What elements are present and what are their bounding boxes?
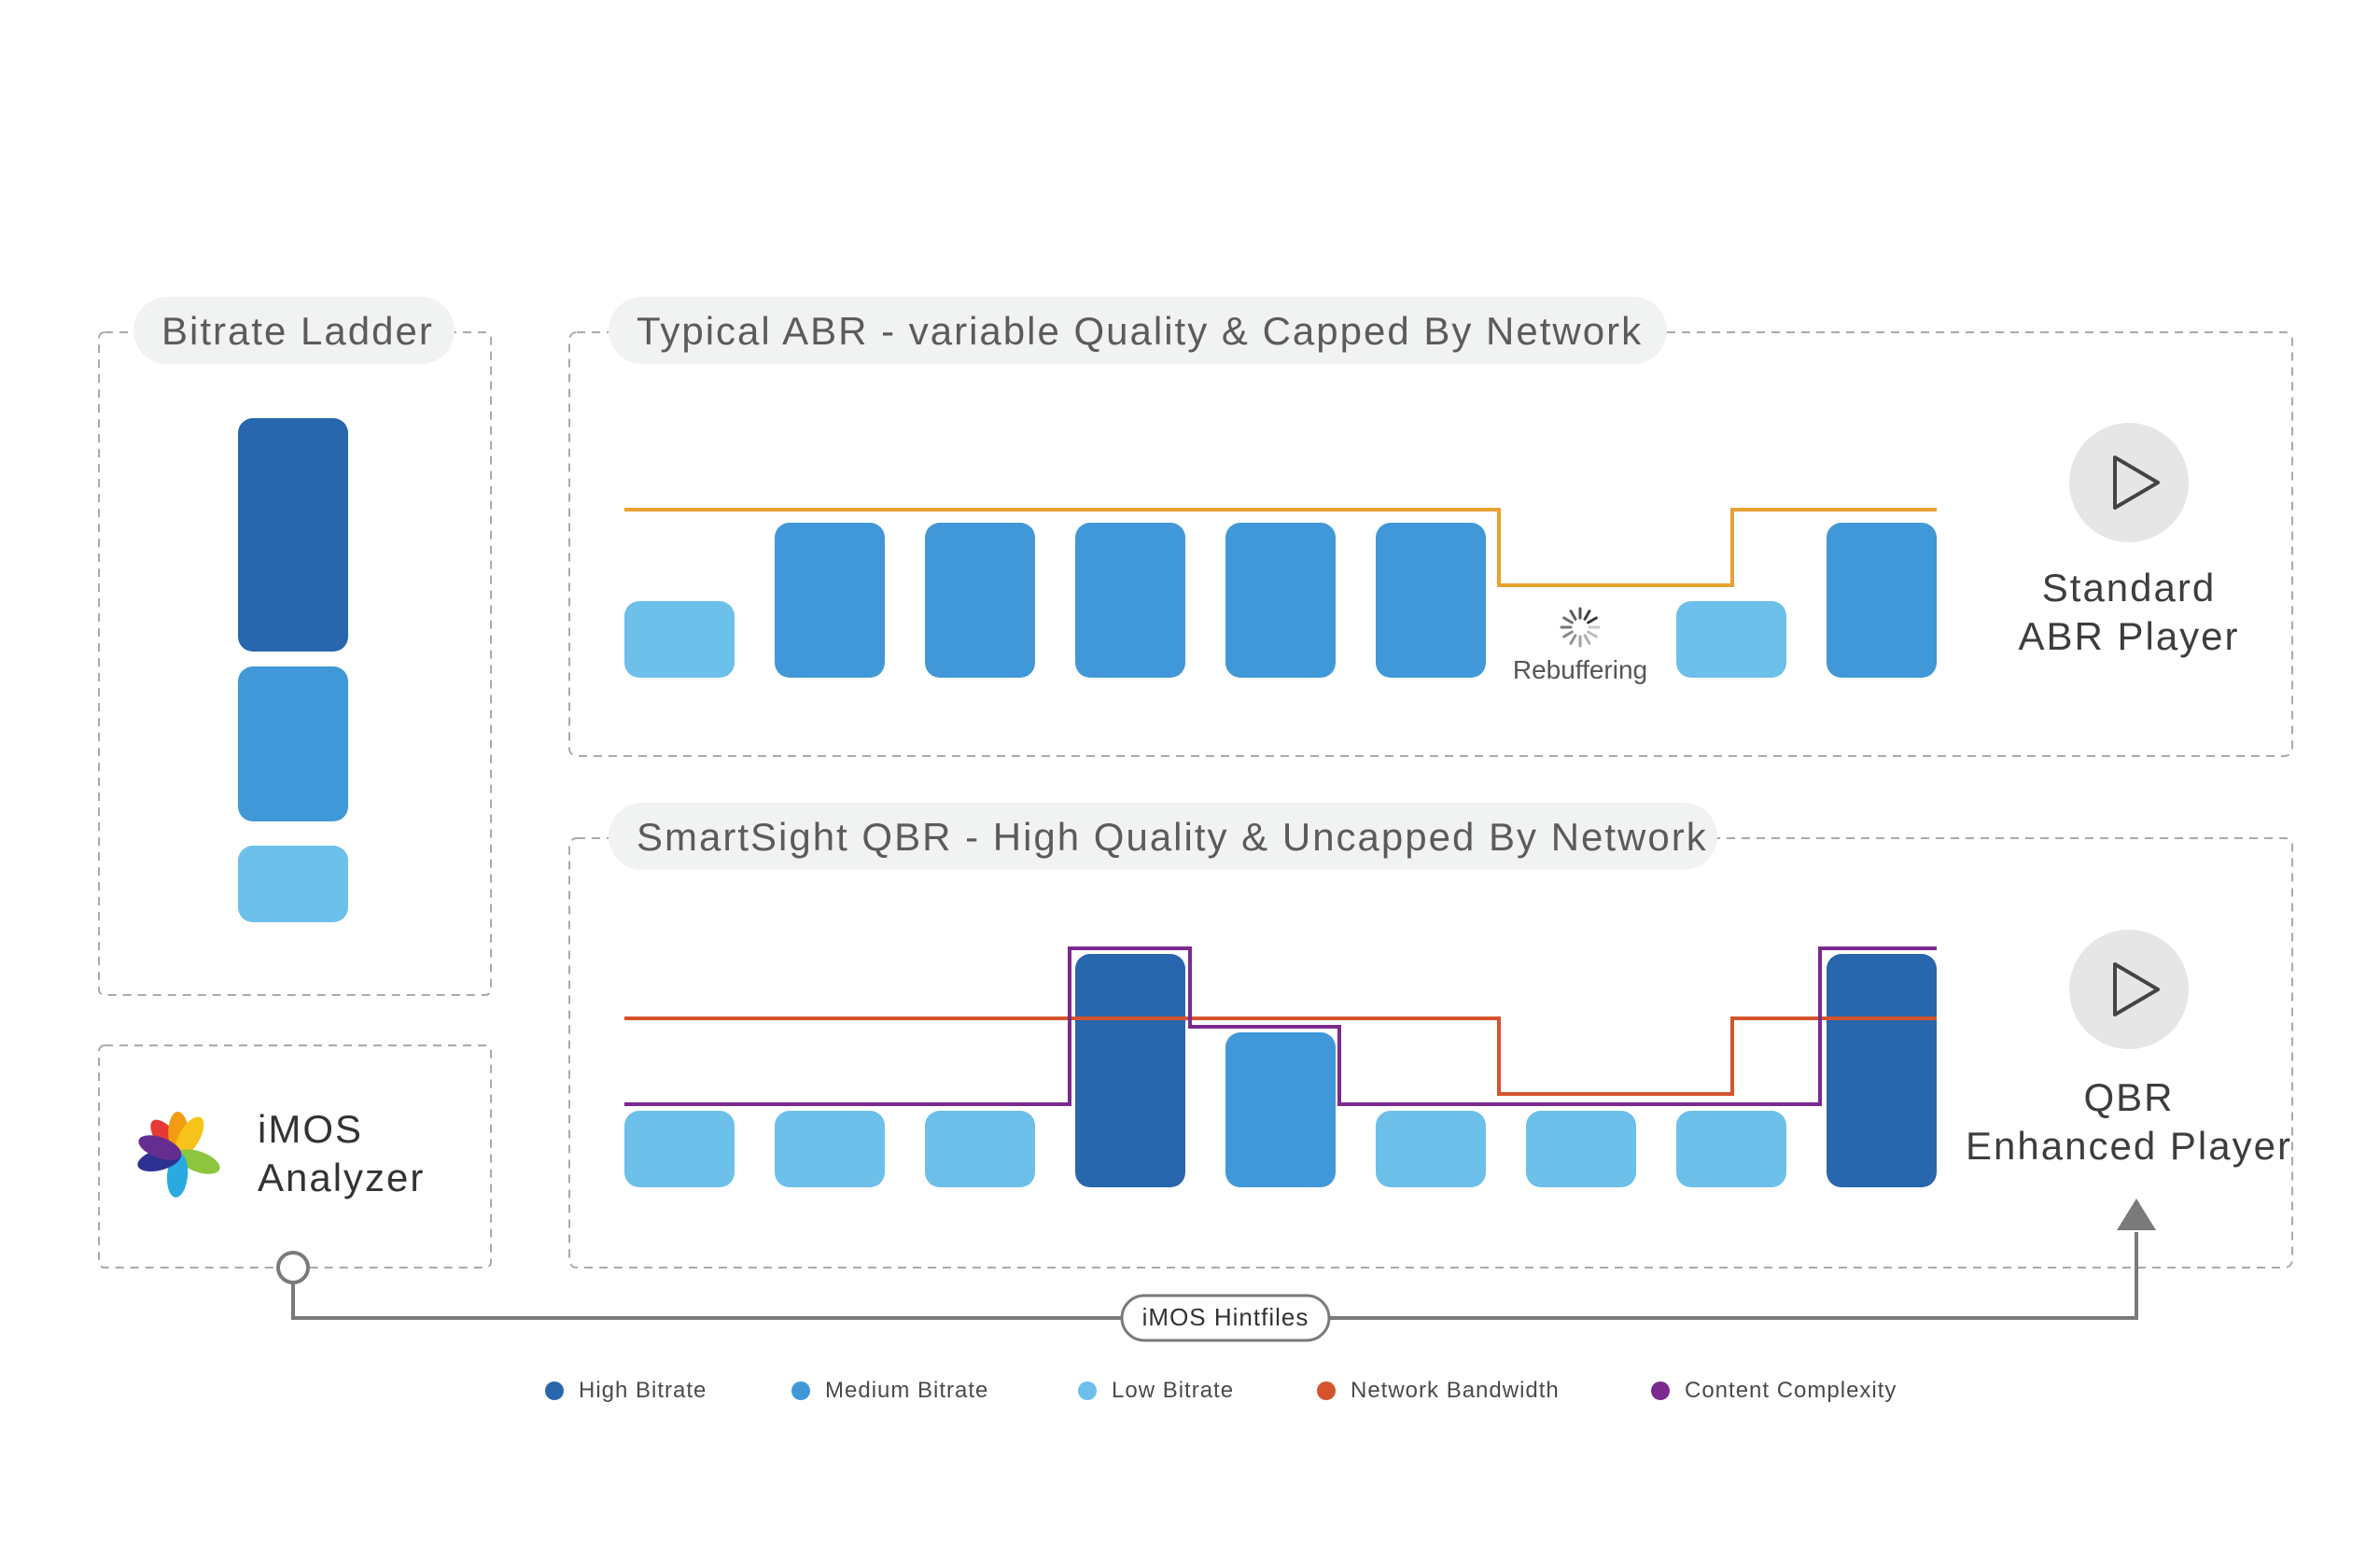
spinner-tick <box>1587 616 1598 624</box>
loading-spinner-icon <box>1560 607 1601 648</box>
ladder-bar-low <box>238 846 348 922</box>
hintfiles-label: iMOS Hintfiles <box>1142 1303 1309 1331</box>
standard-player-label-line-2: ABR Player <box>2018 614 2239 658</box>
abr-title: Typical ABR - variable Quality & Capped … <box>637 309 1643 353</box>
abr-segment-medium <box>1376 523 1486 678</box>
qbr-player-label-line-2: Enhanced Player <box>1966 1124 2292 1168</box>
arrow-up-icon <box>2117 1199 2156 1230</box>
legend-item-medium: Medium Bitrate <box>791 1372 988 1409</box>
legend-label-high: High Bitrate <box>579 1378 707 1403</box>
abr-title-pill <box>609 297 1667 364</box>
imos-flower-logo <box>137 1112 220 1198</box>
legend-item-high: High Bitrate <box>545 1372 707 1409</box>
qbr-segment-high <box>1075 954 1185 1187</box>
spinner-tick <box>1569 634 1577 645</box>
spinner-tick <box>1562 630 1574 638</box>
ladder-bar-medium <box>238 666 348 821</box>
qbr-title-pill <box>609 803 1717 870</box>
abr-segment-medium <box>1827 523 1937 678</box>
legend-label-network: Network Bandwidth <box>1351 1378 1560 1403</box>
legend: High Bitrate Medium Bitrate Low Bitrate … <box>0 1372 2380 1409</box>
legend-label-complexity: Content Complexity <box>1685 1378 1897 1403</box>
qbr-segment-low <box>925 1111 1035 1187</box>
hintfiles-label-pill <box>1120 1294 1331 1342</box>
rebuffering-label: Rebuffering <box>1513 655 1647 684</box>
connector-start-node <box>276 1251 310 1284</box>
logo-petal <box>175 1116 204 1157</box>
qbr-network-bandwidth-line <box>624 1016 1937 1096</box>
legend-item-network: Network Bandwidth <box>1317 1372 1560 1409</box>
qbr-segment-high <box>1827 954 1937 1187</box>
qbr-title: SmartSight QBR - High Quality & Uncapped… <box>637 815 1708 859</box>
qbr-content-complexity-line <box>624 946 1937 1106</box>
play-icon <box>2113 456 2160 510</box>
spinner-tick <box>1562 616 1574 624</box>
spinner-tick <box>1583 634 1591 645</box>
qbr-segment-low <box>1376 1111 1486 1187</box>
qbr-segment-low <box>624 1111 735 1187</box>
legend-dot-complexity <box>1651 1381 1670 1400</box>
analyzer-label-line-2: Analyzer <box>258 1156 425 1199</box>
abr-segment-medium <box>925 523 1035 678</box>
abr-segment-low <box>1676 601 1786 678</box>
abr-segment-medium <box>1075 523 1185 678</box>
qbr-panel-border <box>568 837 2293 1269</box>
legend-item-low: Low Bitrate <box>1078 1372 1234 1409</box>
qbr-segment-low <box>1676 1111 1786 1187</box>
qbr-segment-medium <box>1225 1032 1336 1187</box>
ladder-bar-high <box>238 418 348 652</box>
play-icon <box>2113 962 2160 1016</box>
legend-item-complexity: Content Complexity <box>1651 1372 1897 1409</box>
qbr-player-play-circle <box>2069 930 2189 1049</box>
legend-dot-network <box>1317 1381 1336 1400</box>
legend-dot-high <box>545 1381 564 1400</box>
abr-segment-medium <box>775 523 885 678</box>
qbr-segment-low <box>775 1111 885 1187</box>
abr-segment-low <box>624 601 735 678</box>
ladder-title-pill <box>133 297 455 364</box>
standard-player-label-line-1: Standard <box>2042 566 2216 610</box>
spinner-tick <box>1569 610 1577 621</box>
logo-petal <box>176 1149 220 1174</box>
legend-dot-low <box>1078 1381 1097 1400</box>
analyzer-label-line-1: iMOS <box>258 1107 363 1151</box>
legend-label-medium: Medium Bitrate <box>825 1378 989 1403</box>
legend-dot-medium <box>791 1381 810 1400</box>
spinner-tick <box>1583 610 1591 621</box>
standard-player-play-circle <box>2069 423 2189 542</box>
logo-petal <box>138 1135 182 1160</box>
abr-segment-medium <box>1225 523 1336 678</box>
abr-bandwidth-line <box>624 508 1937 587</box>
spinner-tick <box>1587 630 1598 638</box>
ladder-title: Bitrate Ladder <box>161 309 434 353</box>
ladder-panel-border <box>98 331 492 996</box>
qbr-player-label-line-1: QBR <box>2083 1075 2174 1119</box>
legend-label-low: Low Bitrate <box>1112 1378 1235 1403</box>
qbr-segment-low <box>1526 1111 1636 1187</box>
